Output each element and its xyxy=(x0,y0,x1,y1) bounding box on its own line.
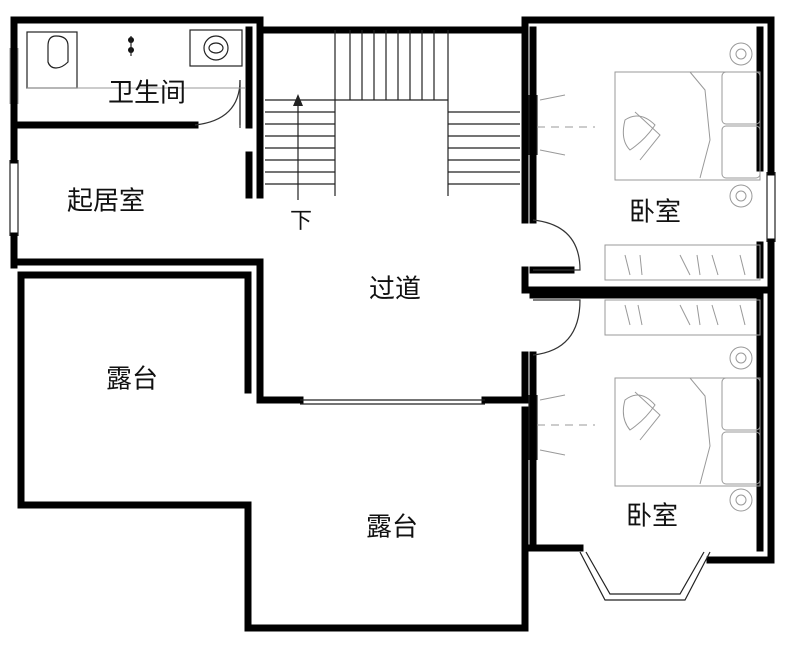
bedroom-top-furniture xyxy=(537,42,761,281)
room-label-bedroom-top: 卧室 xyxy=(629,198,681,228)
bedroom-bottom-furniture xyxy=(537,299,761,512)
room-label-terrace-left: 露台 xyxy=(106,365,158,395)
windows xyxy=(9,48,776,460)
room-labels: 卫生间 起居室 过道 露台 露台 卧室 卧室 下 xyxy=(67,79,681,543)
room-label-terrace-bottom: 露台 xyxy=(366,513,418,543)
room-label-corridor: 过道 xyxy=(369,275,421,305)
room-label-bathroom: 卫生间 xyxy=(108,79,186,109)
bay-window xyxy=(579,551,711,601)
bathroom-fixtures xyxy=(26,29,245,89)
stair-direction-label: 下 xyxy=(290,209,312,234)
staircase xyxy=(265,30,520,200)
room-label-living-room: 起居室 xyxy=(67,187,145,217)
room-label-bedroom-bottom: 卧室 xyxy=(626,502,678,532)
